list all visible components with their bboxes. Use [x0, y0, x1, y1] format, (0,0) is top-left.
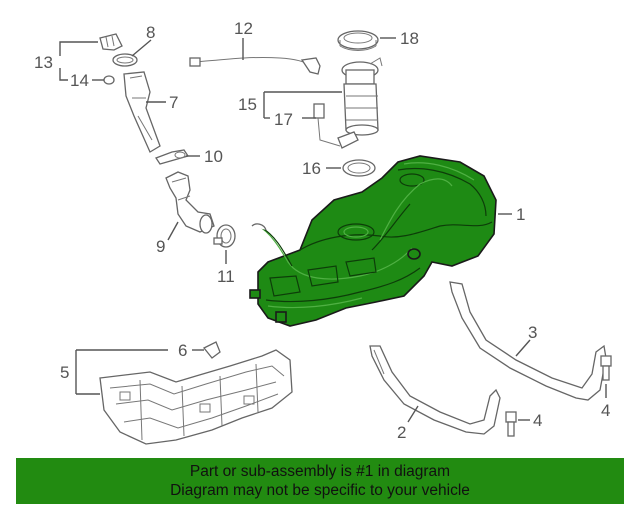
callout-4b: 4 — [601, 401, 610, 420]
part-12-vent-tube — [189, 56, 321, 75]
callout-2: 2 — [397, 423, 406, 442]
part-5-heat-shield — [99, 349, 293, 445]
part-4-bolt-a — [505, 411, 517, 437]
part-8-ring — [112, 53, 138, 67]
callout-1: 1 — [516, 205, 525, 224]
callout-14: 14 — [70, 71, 89, 90]
part-6-clip — [202, 341, 221, 359]
part-1-fuel-tank — [249, 155, 497, 327]
parts-diagram: 1 2 3 4 4 5 6 7 8 9 10 11 12 13 14 15 16… — [34, 19, 612, 445]
callout-3: 3 — [528, 323, 537, 342]
part-9-filler-hose — [165, 171, 215, 234]
info-banner: Part or sub-assembly is #1 in diagram Di… — [16, 458, 624, 504]
part-2-strap — [369, 345, 501, 435]
callout-9: 9 — [156, 237, 165, 256]
callout-16: 16 — [302, 159, 321, 178]
callout-8: 8 — [146, 23, 155, 42]
callout-12: 12 — [234, 19, 253, 38]
banner-line-2: Diagram may not be specific to your vehi… — [170, 482, 470, 499]
part-11-clamp — [213, 224, 236, 248]
part-4-bolt-b — [600, 355, 612, 381]
part-3-strap — [449, 281, 607, 401]
part-17-sender — [313, 103, 359, 149]
callout-10: 10 — [204, 147, 223, 166]
leader-lines — [59, 37, 607, 423]
part-10-clamp — [155, 149, 190, 165]
part-13-bracket — [99, 33, 123, 51]
part-14-clip — [103, 75, 115, 85]
banner-line-1: Part or sub-assembly is #1 in diagram — [189, 463, 451, 480]
callout-4a: 4 — [533, 411, 542, 430]
callout-labels: 1 2 3 4 4 5 6 7 8 9 10 11 12 13 14 15 16… — [34, 19, 610, 442]
part-18-lock-ring — [337, 30, 379, 51]
callout-11: 11 — [217, 267, 235, 286]
callout-5: 5 — [60, 363, 69, 382]
part-7-filler-shield — [123, 71, 161, 153]
callout-15: 15 — [238, 95, 257, 114]
callout-17: 17 — [274, 110, 293, 129]
callout-6: 6 — [178, 341, 187, 360]
part-15-fuel-pump — [341, 57, 383, 136]
callout-18: 18 — [400, 29, 419, 48]
callout-13: 13 — [34, 53, 53, 72]
part-16-gasket — [342, 159, 376, 177]
callout-7: 7 — [169, 93, 178, 112]
